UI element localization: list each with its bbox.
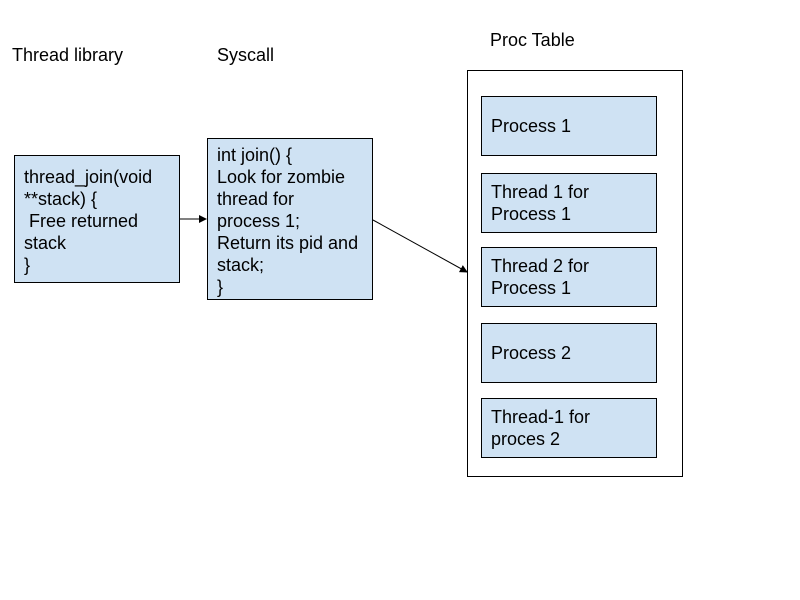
syscall-heading: Syscall — [217, 45, 275, 65]
join-syscall-line: Look for zombie — [217, 167, 346, 187]
proc-table-entry: Process 1 — [481, 96, 657, 156]
syscall-to-proc-table-arrow — [372, 219, 468, 273]
thread-library-heading: Thread library — [12, 45, 124, 65]
thread-join-line: stack — [24, 233, 67, 253]
thread-join-line: **stack) { — [24, 189, 98, 209]
proc-table-entry: Thread-1 for proces 2 — [481, 398, 657, 458]
thread-join-line: thread_join(void — [24, 167, 153, 187]
join-syscall-line: process 1; — [217, 211, 301, 231]
proc-table-entry: Thread 2 for Process 1 — [481, 247, 657, 307]
proc-table-entry: Process 2 — [481, 323, 657, 383]
proc-table-entry-label: Thread-1 for proces 2 — [491, 407, 591, 449]
join-syscall-line: stack; — [217, 255, 265, 275]
join-syscall-line: int join() { — [217, 145, 293, 165]
thread-join-line: } — [24, 255, 31, 275]
proc-table-entry-label: Process 2 — [491, 343, 572, 363]
proc-table-entry-label: Thread 1 for Process 1 — [491, 182, 590, 224]
proc-table-entry-label: Process 1 — [491, 116, 572, 136]
join-syscall-line: } — [217, 277, 224, 297]
proc-table-heading: Proc Table — [490, 30, 575, 50]
join-syscall-line: Return its pid and — [217, 233, 359, 253]
thread-join-line: Free returned — [24, 211, 139, 231]
proc-table-entry: Thread 1 for Process 1 — [481, 173, 657, 233]
proc-table-entry-label: Thread 2 for Process 1 — [491, 256, 590, 298]
thread-join-box: thread_join(void **stack) { Free returne… — [14, 155, 180, 283]
join-syscall-box: int join() { Look for zombie thread for … — [207, 138, 373, 300]
join-syscall-line: thread for — [217, 189, 295, 209]
